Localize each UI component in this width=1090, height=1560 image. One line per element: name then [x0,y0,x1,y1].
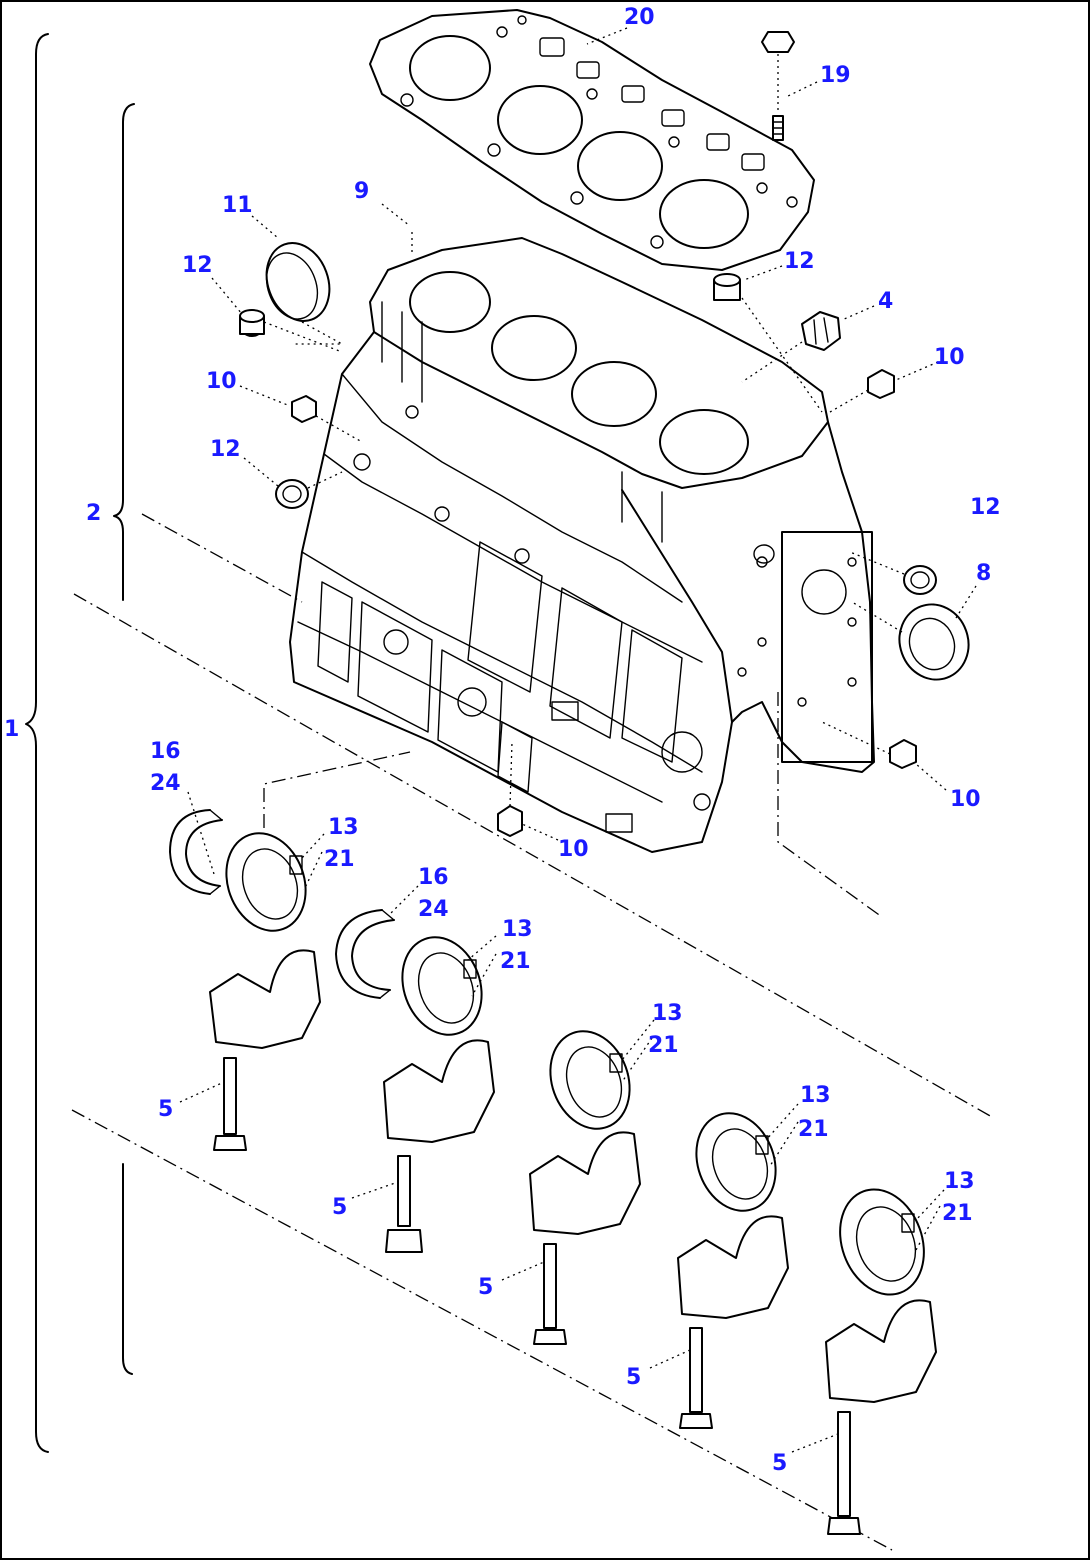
callout-24-thrust-washer: 24 [150,771,181,796]
callout-19-bolt: 19 [820,63,851,88]
callout-5-main-bolt: 5 [332,1195,347,1220]
cylinder-block [289,237,875,853]
callout-12-plug: 12 [210,437,241,462]
callout-5-main-bolt: 5 [478,1275,493,1300]
callout-16-thrust-washer: 16 [150,739,181,764]
callout-12-plug: 12 [970,495,1001,520]
bearing-cap-2 [383,1039,495,1143]
assembly-2-brace-lower [122,1163,133,1375]
main-bearing-4 [695,1112,777,1212]
plug-10-top-right [867,369,895,399]
callout-13-bearing: 13 [502,917,533,942]
plug-12-lower-left [275,479,309,509]
main-bolt-1 [213,1057,247,1151]
bearing-cap-5 [825,1299,937,1403]
callout-13-bearing: 13 [944,1169,975,1194]
callout-21-bearing: 21 [324,847,355,872]
thrust-washer-left [169,809,223,895]
callout-13-bearing: 13 [652,1001,683,1026]
callout-9-dowel: 9 [354,179,369,204]
plug-12-right [903,565,937,595]
callout-10-plug: 10 [206,369,237,394]
callout-12-plug: 12 [784,249,815,274]
callout-8-oil-seal: 8 [976,561,991,586]
callout-5-main-bolt: 5 [772,1451,787,1476]
callout-21-bearing: 21 [942,1201,973,1226]
main-bearing-5 [839,1188,925,1296]
callout-10-plug: 10 [558,837,589,862]
bolt-19 [761,31,795,141]
head-gasket [369,9,815,271]
callout-21-bearing: 21 [648,1033,679,1058]
plug-11 [265,242,331,322]
oil-seal-8 [898,603,970,681]
callout-20-head-gasket: 20 [624,5,655,30]
bearing-cap-4 [677,1215,789,1319]
chain-line-block [141,513,303,603]
callout-10-plug: 10 [934,345,965,370]
plug-12-left [239,309,265,337]
chain-line-upper [73,593,993,1118]
callout-5-main-bolt: 5 [626,1365,641,1390]
callout-21-bearing: 21 [798,1117,829,1142]
plug-4 [801,311,841,351]
plug-10-bottom [497,805,523,837]
callout-13-bearing: 13 [328,815,359,840]
bearing-cap-1 [209,949,321,1049]
callout-24-thrust-washer: 24 [418,897,449,922]
assembly-1-brace [25,33,49,1453]
main-bearing-3 [549,1030,631,1130]
callout-2-cylinder-block: 2 [86,501,101,526]
main-bolt-3 [533,1243,567,1345]
main-bearing-2 [401,936,483,1036]
callout-4-plug: 4 [878,289,893,314]
callout-1-assembly: 1 [4,717,19,742]
callout-5-main-bolt: 5 [158,1097,173,1122]
main-bolt-5 [827,1411,861,1535]
plug-12-top [713,273,741,301]
thrust-washer-middle [335,909,395,999]
main-bearing-1 [225,832,307,932]
main-bolt-4 [679,1327,713,1429]
main-bolt-2 [385,1155,423,1253]
callout-11-plug: 11 [222,193,253,218]
callout-13-bearing: 13 [800,1083,831,1108]
callout-12-plug: 12 [182,253,213,278]
callout-16-thrust-washer: 16 [418,865,449,890]
plug-10-left [291,395,317,423]
bearing-cap-3 [529,1131,641,1235]
plug-10-right-lower [889,739,917,769]
assembly-2-brace [113,103,135,601]
callout-10-plug: 10 [950,787,981,812]
callout-21-bearing: 21 [500,949,531,974]
